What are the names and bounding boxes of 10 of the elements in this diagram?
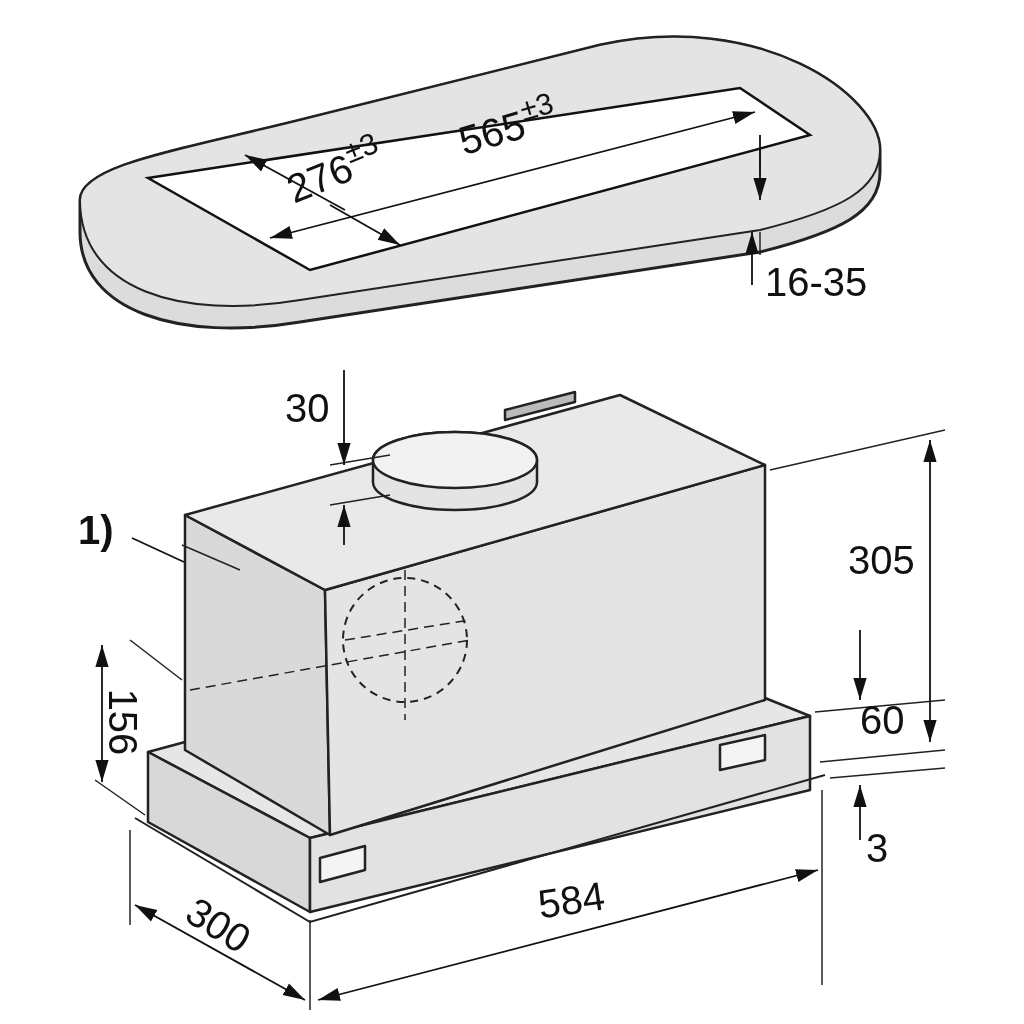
callout-number: 1): [78, 510, 114, 550]
dimension-label: 30: [285, 388, 330, 428]
dimension-label: 305: [848, 540, 915, 580]
dimension-label: 60: [860, 700, 905, 740]
dimension-label: 300: [179, 890, 258, 960]
dimension-label: 156: [103, 688, 144, 756]
dimension-label: 584: [535, 875, 608, 925]
leader-line: [131, 537, 185, 563]
dimension-label: 3: [866, 828, 889, 868]
dimension-label: 16-35: [765, 262, 868, 302]
